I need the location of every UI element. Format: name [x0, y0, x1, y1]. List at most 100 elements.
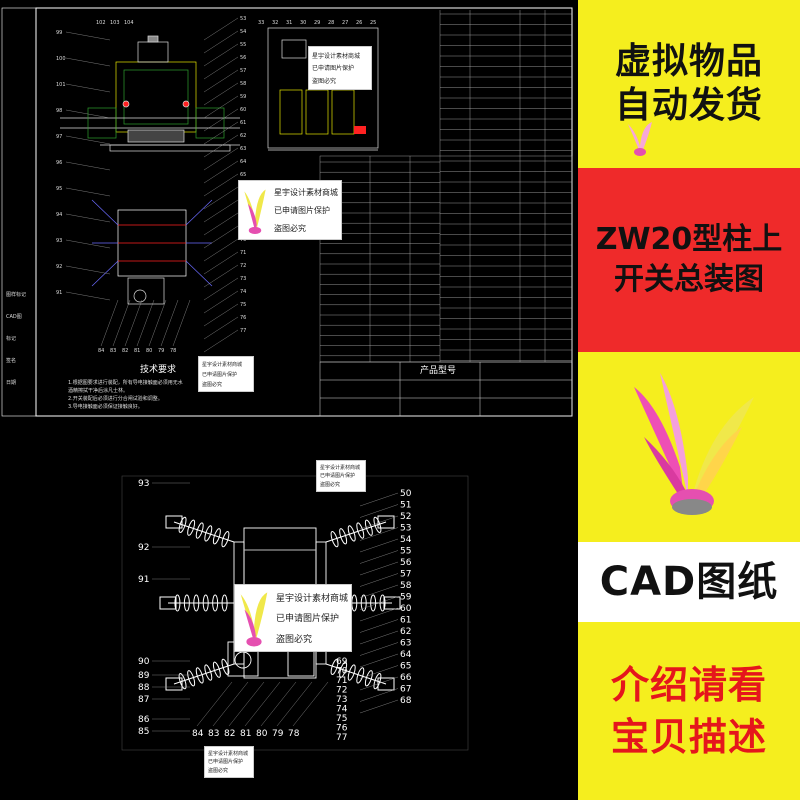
part-callout-label: 92	[138, 543, 149, 553]
part-callout-label: 72	[336, 686, 347, 696]
shuttlecock-icon	[244, 189, 266, 234]
leader-line	[65, 265, 111, 275]
watermark-line2: 已申请图片保护	[320, 473, 356, 480]
part-callout-label: 64	[240, 159, 246, 165]
leader-line	[203, 238, 239, 262]
watermark-line1: 星宇设计素材商城	[312, 52, 361, 60]
part-callout-label: 72	[240, 263, 246, 269]
leader-line	[160, 299, 179, 347]
part-callout-label: 32	[272, 20, 278, 26]
part-callout-label: 89	[138, 671, 150, 681]
watermark-line1: 星宇设计素材商城	[275, 593, 348, 604]
leader-line	[203, 160, 239, 184]
leader-line	[203, 121, 239, 145]
part-callout-label: 82	[224, 729, 235, 739]
promo-see-description: 介绍请看 宝贝描述	[578, 622, 800, 800]
leader-line	[260, 681, 297, 727]
watermark-badge-bottom-1: 星宇设计素材商城 已申请图片保护 盗图必究	[316, 460, 366, 492]
leader-line	[359, 504, 399, 518]
leader-line	[203, 30, 239, 54]
part-callout-label: 85	[138, 727, 149, 737]
part-callout-label: 76	[240, 315, 246, 321]
part-callout-label: 33	[258, 20, 264, 26]
leader-line	[359, 676, 399, 691]
part-callout-label: 83	[208, 729, 219, 739]
part-callout-label: 66	[400, 673, 412, 683]
part-callout-label: 30	[300, 20, 306, 26]
part-callout-label: 73	[336, 695, 347, 705]
part-callout-label: 61	[400, 616, 411, 626]
leader-line	[359, 653, 399, 668]
part-callout-label: 56	[400, 558, 412, 568]
part-callout-label: 62	[240, 133, 246, 139]
leader-line	[65, 83, 111, 93]
cad-plan-view-svg: 9392919089888786855051525354555657585960…	[121, 475, 469, 751]
part-callout-label: 84	[98, 348, 104, 354]
part-callout-label: 78	[170, 348, 176, 354]
watermark-line2: 已申请图片保护	[312, 65, 355, 73]
cad-drawing-assembly: 产品型号 技术要求 1.根据图要求进行装配，所有导电接触面必须用无水酒精擦拭干净…	[0, 0, 578, 420]
part-callout-label: 91	[138, 575, 149, 585]
notes-title: 技术要求	[140, 363, 176, 375]
leader-line	[203, 251, 239, 275]
side-frame-label: 日期	[6, 380, 16, 386]
promo-cad-label: CAD图纸	[578, 542, 800, 622]
watermark-line3: 盗图必究	[202, 381, 223, 388]
parts-table	[319, 10, 573, 363]
leader-line	[203, 277, 239, 301]
leader-line	[359, 584, 399, 599]
leader-line	[203, 56, 239, 80]
part-callout-label: 74	[336, 705, 348, 715]
part-callout-label: 104	[124, 20, 134, 26]
part-callout-label: 55	[240, 42, 246, 48]
watermark-badge-top-3: 星宇设计素材商城 已申请图片保护 盗图必究	[198, 356, 254, 392]
leader-line	[203, 225, 239, 249]
watermark-line2: 已申请图片保护	[208, 759, 244, 766]
part-callout-label: 100	[56, 56, 66, 62]
part-callout-label: 52	[400, 512, 411, 522]
part-callout-label: 69	[336, 657, 348, 667]
leader-line	[359, 630, 399, 645]
title-block	[319, 361, 573, 417]
part-callout-label: 26	[356, 20, 362, 26]
leader-line	[65, 31, 111, 41]
promo-line-cad: CAD图纸	[599, 559, 779, 605]
leader-line	[203, 108, 239, 132]
part-callout-label: 93	[138, 479, 149, 489]
watermark-line2: 已申请图片保护	[275, 614, 339, 625]
part-callout-label: 64	[400, 650, 412, 660]
part-callout-label: 76	[336, 724, 348, 734]
leader-line	[203, 290, 239, 314]
technical-note-line: 酒精擦拭干净后涂凡士林。	[68, 387, 128, 394]
leader-line	[359, 619, 399, 633]
side-frame-label: 签名	[6, 357, 16, 364]
plan-view-drawing	[91, 199, 213, 305]
leader-line	[203, 17, 239, 41]
watermark-badge-bottom-2: 星宇设计素材商城 已申请图片保护 盗图必究	[234, 584, 352, 652]
side-frame-label: 图样标记	[6, 291, 26, 298]
part-callout-label: 60	[400, 604, 412, 614]
part-callout-label: 28	[328, 20, 334, 26]
part-callout-label: 77	[240, 328, 246, 334]
leader-line	[359, 492, 399, 507]
promo-product-name: ZW20型柱上 开关总装图	[578, 168, 800, 352]
leader-line	[65, 187, 111, 197]
insulator-bushings	[159, 515, 401, 691]
leader-line	[244, 681, 281, 727]
part-callout-label: 29	[314, 20, 320, 26]
part-callout-label: 99	[56, 30, 62, 36]
side-frame-label: CAD图	[6, 314, 22, 320]
watermark-line3: 盗图必究	[275, 635, 312, 646]
part-callout-label: 96	[56, 160, 62, 166]
part-callout-label: 94	[56, 212, 62, 218]
part-callout-label: 91	[56, 290, 62, 296]
leader-line	[100, 299, 119, 347]
leader-line	[65, 291, 111, 301]
part-callout-label: 58	[240, 81, 246, 87]
part-callout-label: 97	[56, 134, 62, 140]
product-label: 产品型号	[420, 364, 456, 376]
part-callout-label: 53	[400, 524, 411, 534]
part-callout-label: 102	[96, 20, 106, 26]
leader-line	[148, 299, 167, 347]
